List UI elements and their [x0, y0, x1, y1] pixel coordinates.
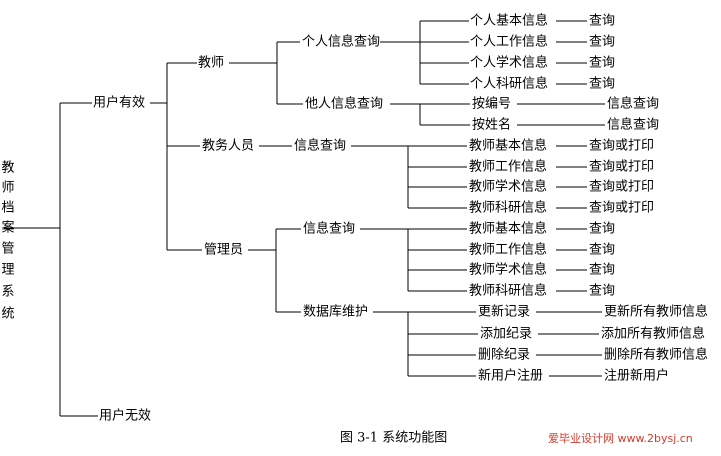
action-query: 查询: [589, 77, 615, 92]
admin-db-item: 删除纪录: [478, 348, 530, 363]
staff-item: 教师工作信息: [469, 159, 547, 175]
admin-query-item: 教师基本信息: [469, 221, 547, 237]
root-char: 理: [1, 263, 14, 278]
root-label: 教 师 档 案 管 理 系 统: [1, 160, 14, 322]
admin-query-item: 教师科研信息: [469, 283, 547, 299]
action-query: 查询: [589, 263, 615, 278]
role-staff: 教务人员: [202, 138, 254, 154]
action-info-query: 信息查询: [607, 96, 659, 112]
root-char: 教: [1, 160, 14, 176]
action-query-print: 查询或打印: [589, 180, 654, 195]
staff-item: 教师学术信息: [469, 179, 547, 195]
staff-item: 教师基本信息: [469, 138, 547, 154]
teacher-others-item: 按编号: [472, 97, 511, 112]
action-query: 查询: [589, 284, 615, 299]
root-char: 系: [1, 285, 14, 300]
action-query: 查询: [589, 35, 615, 50]
user-valid-node: 用户有效: [93, 95, 145, 111]
teacher-own-item: 个人学术信息: [470, 55, 548, 71]
teacher-others-item: 按姓名: [472, 117, 511, 133]
action-query: 查询: [589, 243, 615, 258]
staff-item: 教师科研信息: [469, 200, 547, 216]
admin-db-result: 更新所有教师信息: [604, 304, 708, 320]
root-char: 统: [1, 307, 14, 322]
admin-db-item: 新用户注册: [478, 368, 543, 384]
role-admin: 管理员: [204, 243, 243, 258]
action-query-print: 查询或打印: [589, 160, 654, 175]
action-query-print: 查询或打印: [589, 139, 654, 154]
admin-query-item: 教师学术信息: [469, 262, 547, 278]
root-char: 师: [1, 181, 14, 196]
user-invalid-node: 用户无效: [99, 408, 151, 424]
admin-db-result: 添加所有教师信息: [601, 326, 705, 342]
admin-info-query: 信息查询: [303, 221, 355, 237]
teacher-own-item: 个人工作信息: [470, 34, 548, 50]
admin-db-item: 添加纪录: [480, 327, 532, 342]
teacher-own-query: 个人信息查询: [302, 34, 380, 50]
action-info-query: 信息查询: [607, 117, 659, 133]
action-query-print: 查询或打印: [589, 201, 654, 216]
action-query: 查询: [589, 14, 615, 29]
action-query: 查询: [589, 56, 615, 71]
admin-db-item: 更新记录: [478, 304, 530, 320]
admin-db-result: 删除所有教师信息: [604, 347, 708, 363]
teacher-others-query: 他人信息查询: [305, 96, 383, 112]
admin-db-maintenance: 数据库维护: [303, 304, 368, 320]
root-char: 管: [1, 242, 14, 257]
figure-caption: 图 3-1 系统功能图: [340, 431, 447, 446]
admin-db-result: 注册新用户: [604, 368, 669, 384]
site-watermark: 爱毕业设计网 www.2bysj.cn: [548, 432, 693, 445]
teacher-own-item: 个人科研信息: [470, 76, 548, 92]
root-char: 档: [1, 201, 14, 216]
action-query: 查询: [589, 222, 615, 237]
admin-query-item: 教师工作信息: [469, 242, 547, 258]
role-teacher: 教师: [198, 55, 224, 71]
teacher-own-item: 个人基本信息: [470, 13, 548, 29]
staff-info-query: 信息查询: [294, 138, 346, 154]
